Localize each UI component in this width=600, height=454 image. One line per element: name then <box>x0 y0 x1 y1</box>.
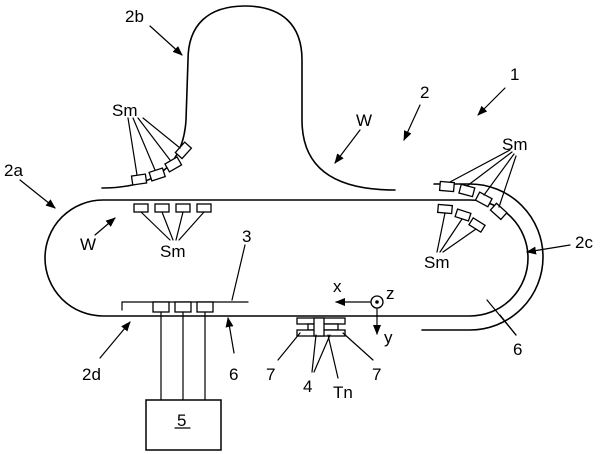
arrow-2a <box>19 179 56 209</box>
leader-6-left <box>225 317 235 354</box>
label-6-right: 6 <box>513 340 522 359</box>
module-group-right-outer <box>438 180 508 221</box>
label-7-left: 7 <box>266 365 275 384</box>
module-group-right-inner <box>436 203 486 233</box>
label-tn: Tn <box>333 383 353 402</box>
label-4: 4 <box>303 377 312 396</box>
label-5: 5 <box>177 411 186 430</box>
label-sm-inner-left: Sm <box>160 242 186 261</box>
coordinate-axes <box>335 295 384 335</box>
arrow-w-upper <box>334 129 361 164</box>
label-2d: 2d <box>82 365 101 384</box>
label-2a: 2a <box>4 161 23 180</box>
main-track-loop <box>44 199 529 317</box>
label-2c: 2c <box>575 233 593 252</box>
label-sm-right-outer: Sm <box>502 135 528 154</box>
label-1: 1 <box>510 65 519 84</box>
label-2b: 2b <box>125 7 144 26</box>
mover-tn <box>296 317 346 337</box>
leaders-sm-inner-left <box>140 211 205 241</box>
label-axis-z: z <box>386 284 395 303</box>
arrow-1 <box>477 87 506 116</box>
arrow-w-left <box>94 217 116 236</box>
arrow-2 <box>403 104 421 141</box>
leaders-sm-right-inner <box>436 212 477 253</box>
leaders-sm-right-outer <box>449 149 517 208</box>
track-branch-2b <box>101 5 396 191</box>
arrow-2d <box>99 321 131 359</box>
module-group-inner-left <box>133 203 212 213</box>
label-w-upper: W <box>356 111 372 130</box>
arrow-2c <box>526 244 571 255</box>
label-7-right: 7 <box>372 365 381 384</box>
label-w-left: W <box>80 235 96 254</box>
label-sm-right-inner: Sm <box>424 253 450 272</box>
control-unit-connections <box>160 311 206 401</box>
track-branch-2c <box>421 183 544 331</box>
label-axis-x: x <box>333 277 342 296</box>
leaders-6-right <box>486 299 517 336</box>
label-2: 2 <box>420 83 429 102</box>
label-3: 3 <box>242 227 251 246</box>
module-group-top-left <box>130 141 193 186</box>
label-6-left: 6 <box>229 365 238 384</box>
leader-3 <box>231 244 246 301</box>
label-sm-top-left: Sm <box>112 101 138 120</box>
label-axis-y: y <box>384 328 393 347</box>
leaders-sm-top-left <box>127 117 181 176</box>
arrow-2b <box>149 25 183 56</box>
control-unit-box <box>145 399 222 451</box>
leaders-mover <box>277 332 374 379</box>
module-group-bottom <box>152 301 214 313</box>
